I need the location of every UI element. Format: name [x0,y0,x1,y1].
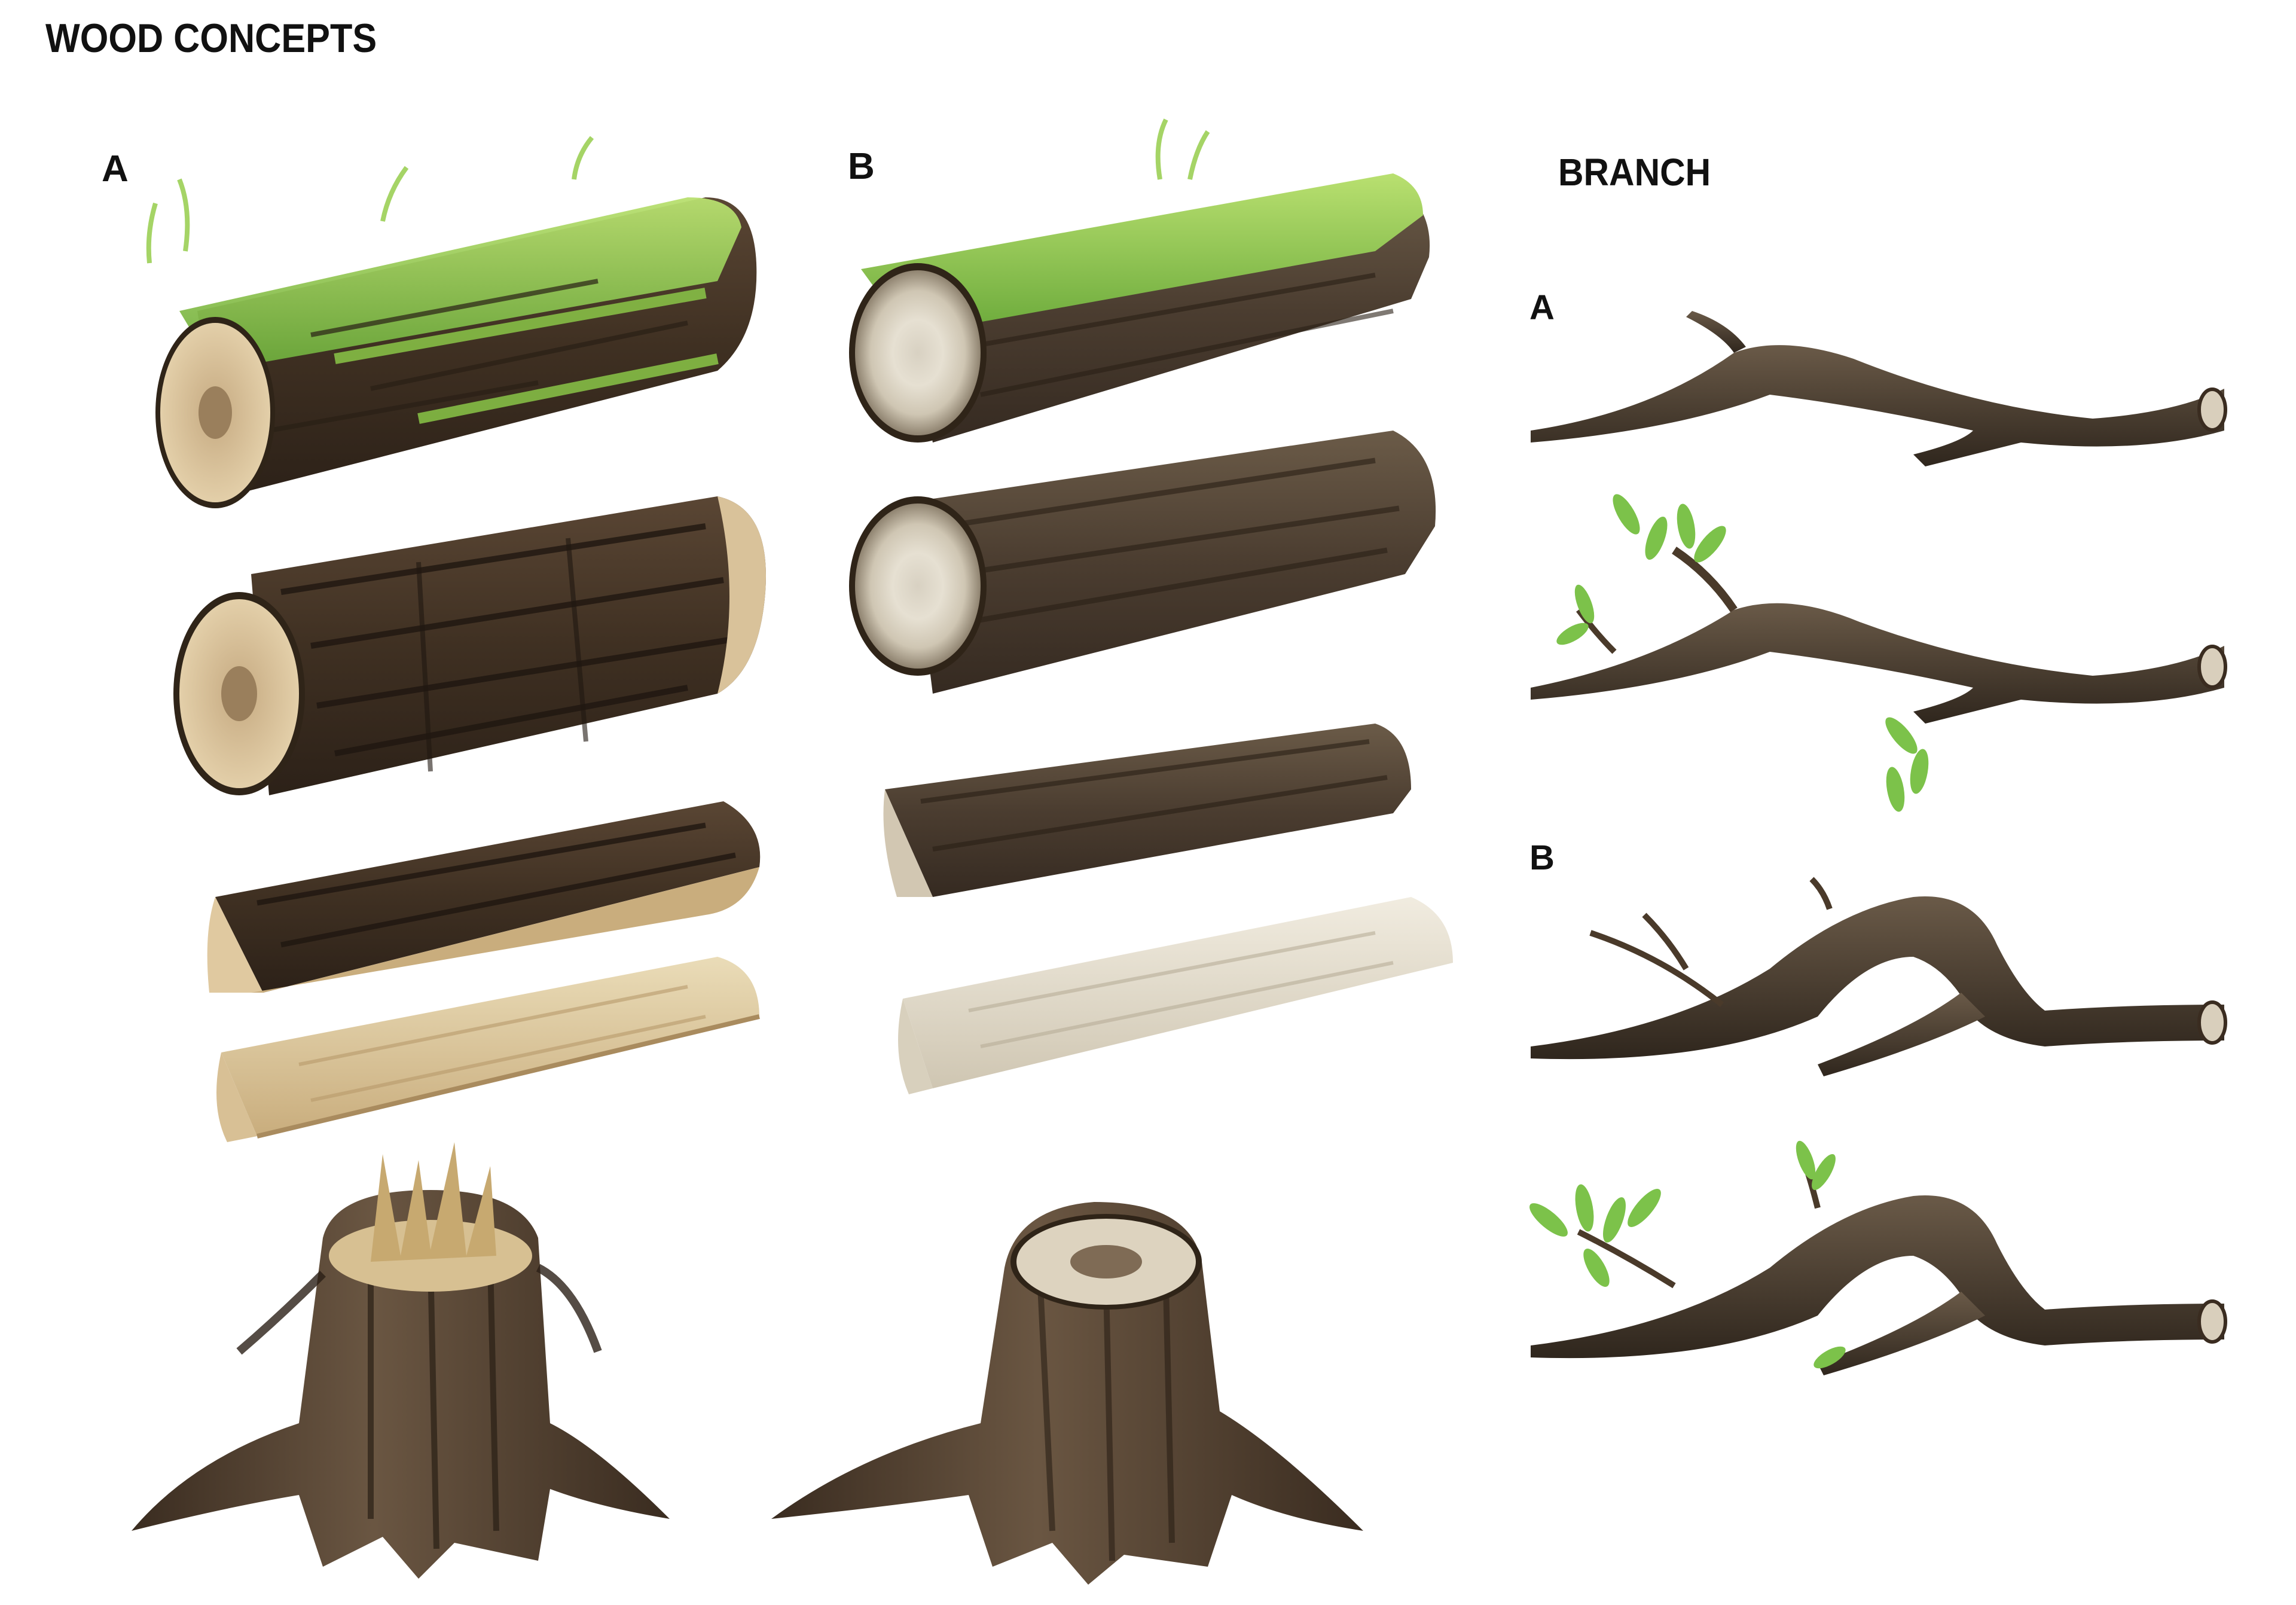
log-a-plank [216,957,760,1142]
log-a-half-bark [207,801,761,993]
log-b-mossy [849,118,1430,443]
log-b-half-bark [883,724,1411,897]
stump-b [771,1202,1363,1585]
branch-a-leafy [1531,494,2227,812]
branch-a-label: A [1529,288,1555,327]
log-a-mossy [146,136,757,508]
log-b-bark [849,431,1436,694]
branch-b-leafy [1529,1140,2227,1375]
log-b-plank [898,897,1453,1094]
column-a-label: A [102,148,129,190]
branch-b-label: B [1529,838,1555,877]
branch-a-bare [1531,311,2227,466]
column-b-label: B [848,146,875,187]
stump-a [132,1142,670,1579]
log-a-bark [173,496,766,795]
sheet-title: WOOD CONCEPTS [45,16,377,61]
branch-heading: BRANCH [1558,151,1711,194]
branch-b-bare [1531,877,2227,1076]
